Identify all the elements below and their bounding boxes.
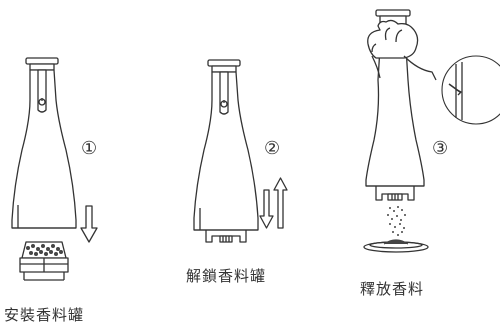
zoom-detail-icon [441, 55, 500, 125]
up-down-arrows-step2 [259, 177, 288, 229]
step-number-3: ③ [432, 138, 449, 159]
plate-with-spice [363, 239, 429, 253]
step-caption-2: 解鎖香料罐 [186, 267, 267, 285]
grinder-body-step1 [11, 57, 77, 229]
falling-spice [387, 206, 406, 236]
spice-canister-step1 [19, 241, 69, 281]
grinder-body-step2 [193, 59, 259, 243]
hand-icon [367, 19, 437, 81]
down-arrow-step1 [80, 205, 98, 243]
step-caption-1: 安裝香料罐 [4, 306, 85, 324]
step-caption-3: 釋放香料 [360, 280, 425, 298]
step-number-2: ② [264, 138, 281, 159]
step-number-1: ① [81, 138, 98, 159]
